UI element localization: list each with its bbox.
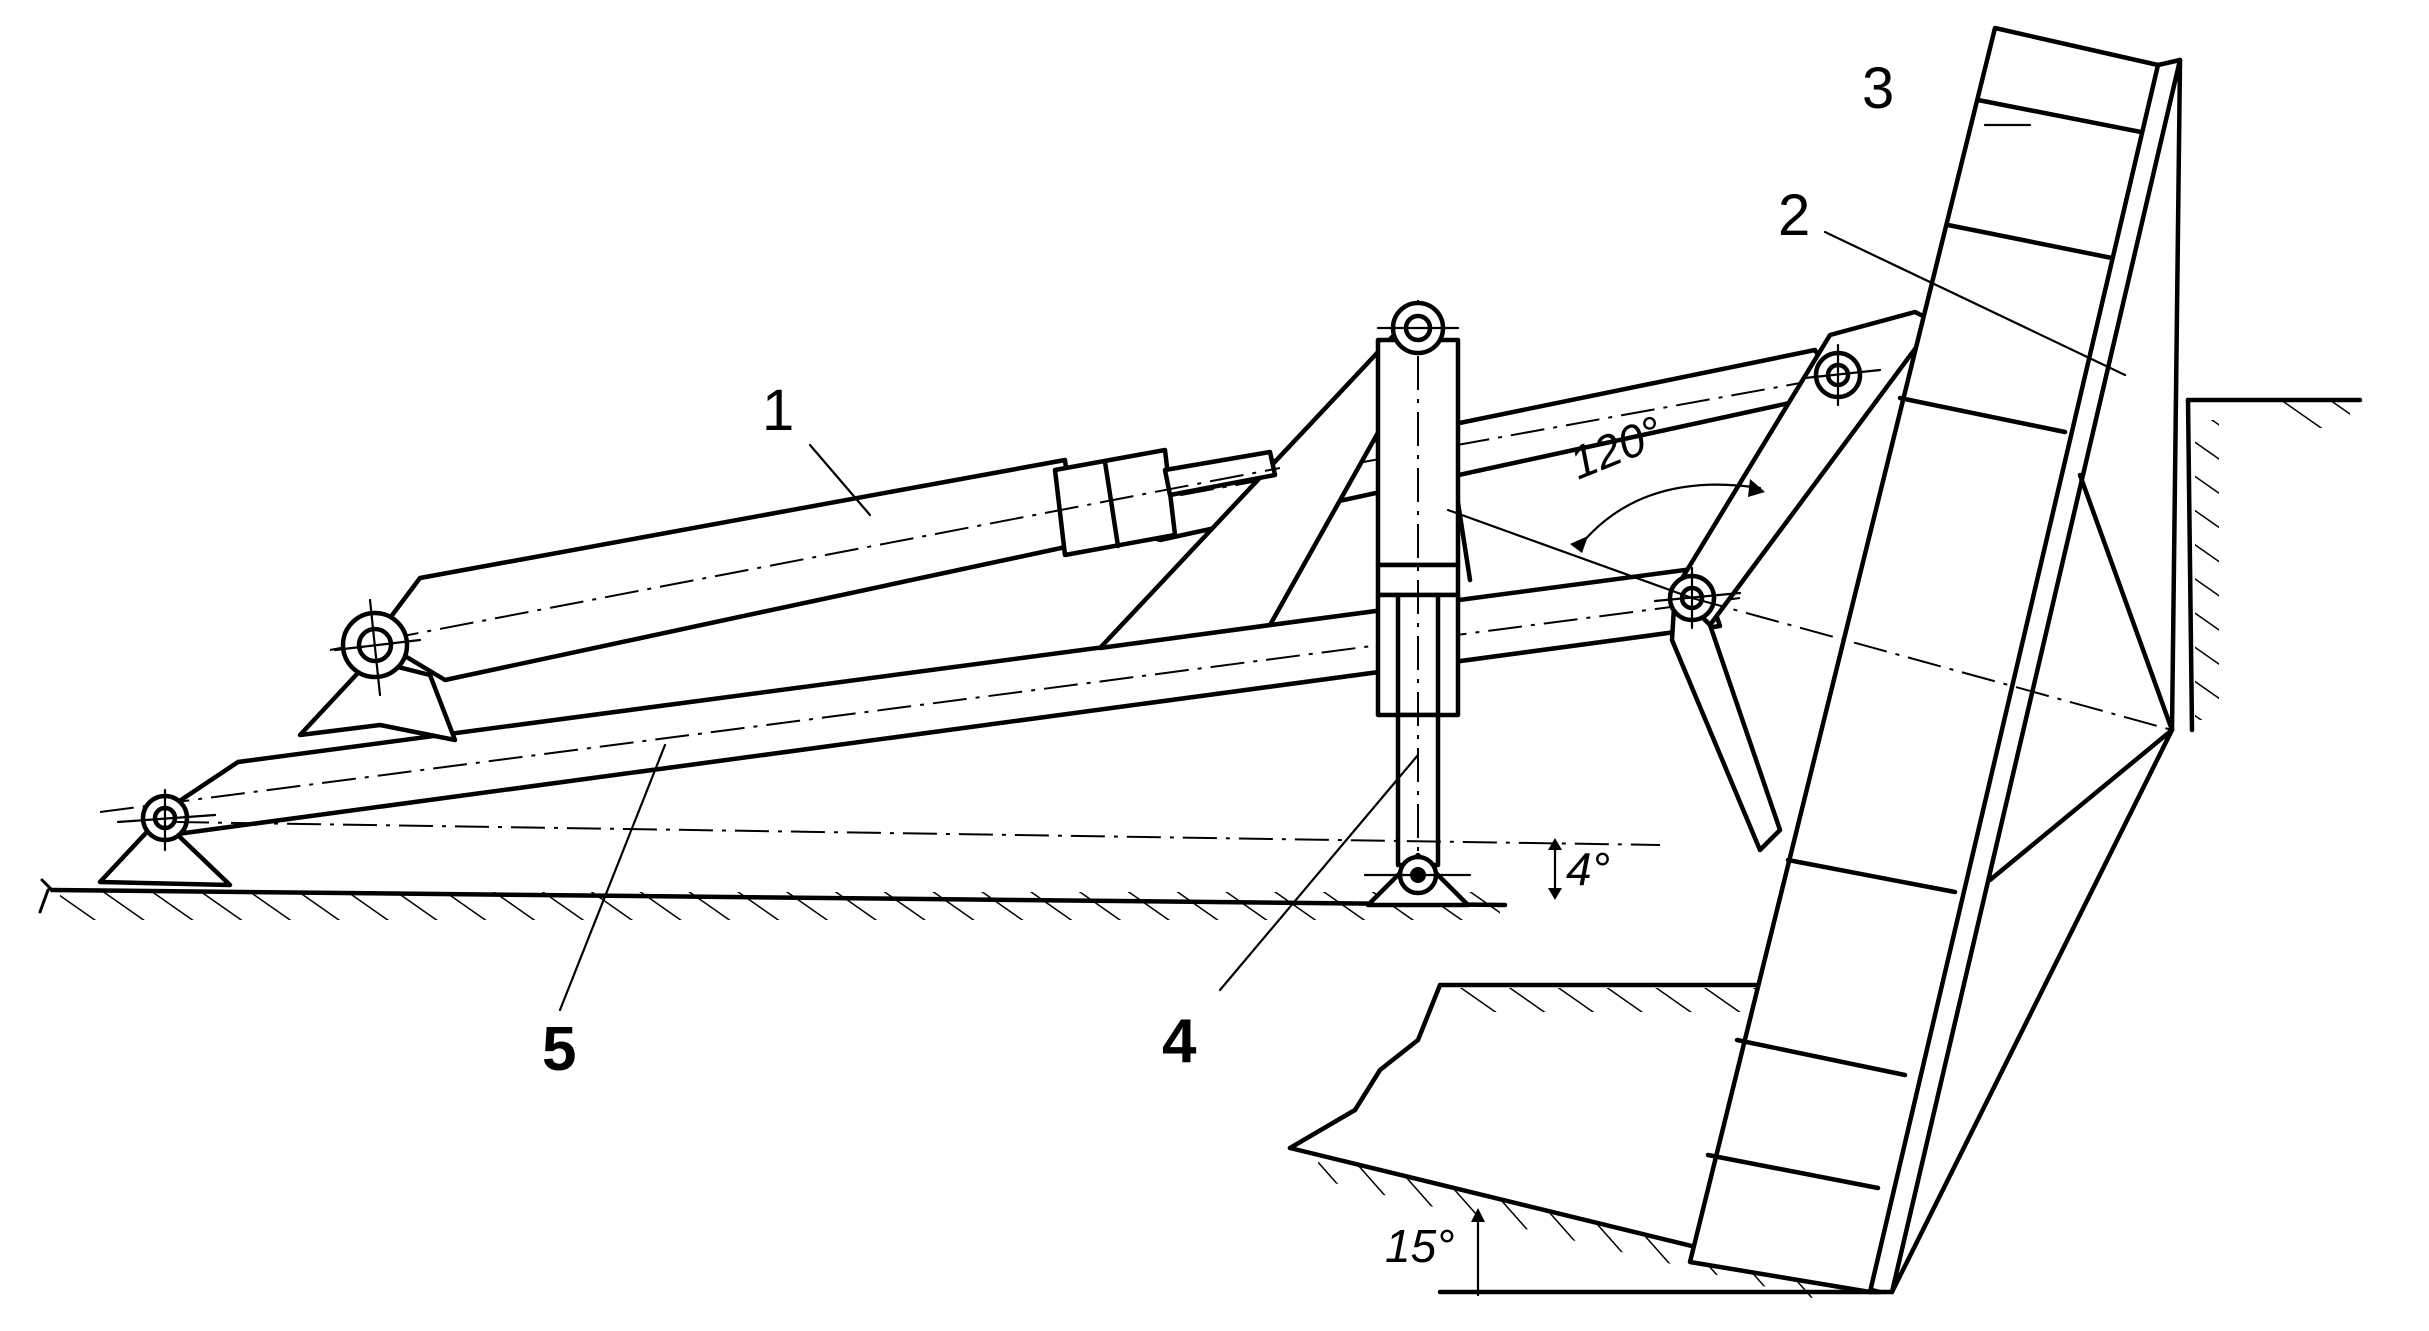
cylinder-1-pivot: [333, 598, 422, 697]
label-part-3: 3: [1862, 56, 1894, 121]
angle-120-indicator: [1446, 479, 1765, 600]
soil-heap: [1287, 982, 1793, 1151]
ground-left: [38, 878, 1508, 920]
angle-15-indicator: [1471, 1208, 1485, 1297]
blade-upper-pivot: [1803, 343, 1882, 407]
leader-lines: [558, 123, 2127, 1012]
label-angle-4: 4°: [1566, 843, 1610, 895]
blade-rear-frame: [1691, 57, 2183, 1295]
angle-4-indicator: [174, 821, 1661, 900]
label-part-1: 1: [762, 378, 794, 443]
label-angle-15: 15°: [1385, 1220, 1455, 1272]
ground-right: [2185, 397, 2363, 733]
frame-left-pivot: [97, 788, 233, 888]
lift-cylinder-4: [1363, 300, 1472, 908]
blade-support-bracket: [1669, 309, 1938, 853]
label-part-4: 4: [1162, 1007, 1197, 1076]
label-part-2: 2: [1778, 183, 1810, 248]
blade-3: [1687, 25, 2183, 1295]
label-part-5: 5: [542, 1015, 576, 1084]
hydraulic-cylinder-1: [297, 447, 1281, 743]
